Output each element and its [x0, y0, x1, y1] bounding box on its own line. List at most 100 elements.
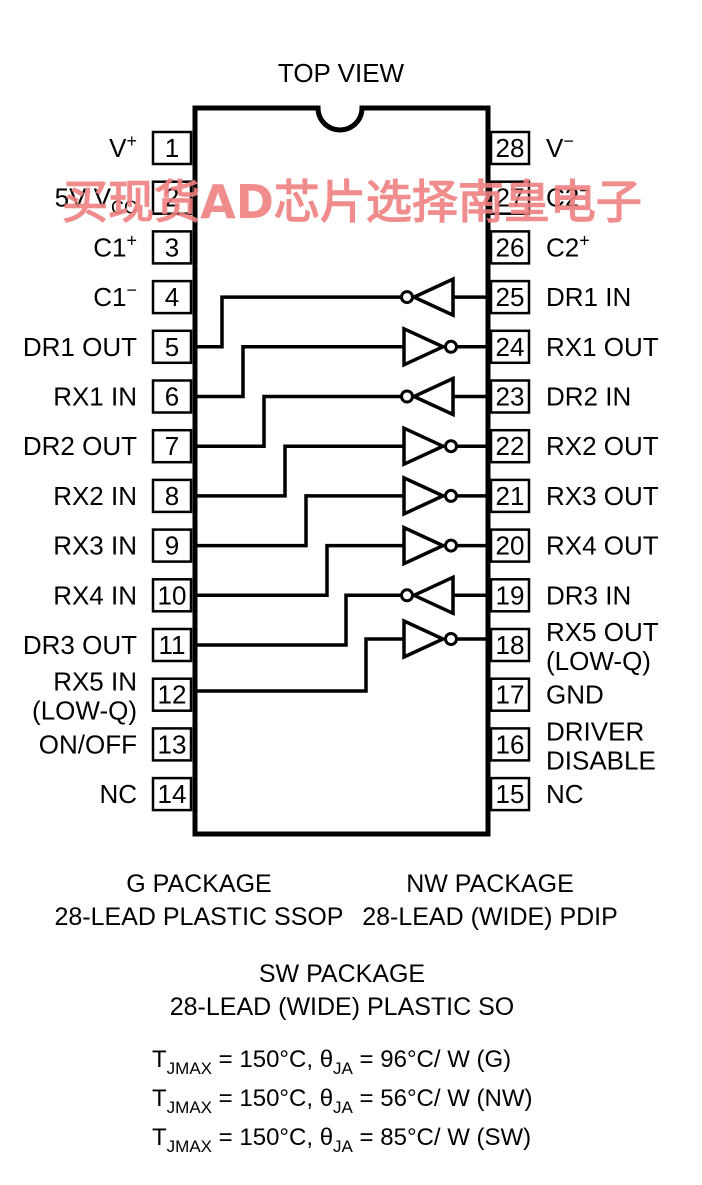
- right-pin-box-26: [489, 230, 531, 265]
- right-pin-21-label: RX3 OUT: [546, 481, 659, 511]
- diagram-title: TOP VIEW: [278, 58, 405, 88]
- left-pin-12-label: RX5 IN: [53, 667, 137, 697]
- left-pin-number: 9: [165, 531, 179, 561]
- left-pin-box-8: [151, 478, 193, 514]
- right-pin-box-27: [489, 180, 531, 215]
- left-pin-box-9: [151, 528, 193, 563]
- left-pin-4-label: C1−: [93, 280, 137, 312]
- right-pin-number: 16: [496, 729, 525, 759]
- right-pin-number: 25: [496, 282, 525, 312]
- receiver-inverter-symbol: [402, 475, 448, 517]
- left-pin-number: 6: [165, 382, 179, 412]
- inverter-bubble: [400, 389, 414, 404]
- right-pin-number: 21: [496, 481, 525, 511]
- right-pin-box-24: [489, 329, 531, 365]
- left-pin-7-label: DR2 OUT: [23, 431, 137, 461]
- left-pin-10-label: RX4 IN: [53, 580, 137, 610]
- left-pin-5-label: DR1 OUT: [23, 332, 137, 362]
- right-pin-16-label: DRIVER: [546, 716, 644, 746]
- right-pin-box-23: [489, 379, 531, 414]
- ic-body: [192, 105, 491, 837]
- nw-package-desc: 28-LEAD (WIDE) PDIP: [362, 903, 618, 931]
- wire-trace: [195, 394, 401, 448]
- left-pin-box-11: [151, 627, 193, 663]
- left-pin-number: 1: [165, 133, 179, 163]
- left-pin-number: 5: [165, 332, 179, 362]
- inverter-bubble: [400, 290, 414, 305]
- right-pin-15-label: NC: [546, 779, 584, 809]
- right-pin-box-21: [489, 478, 531, 514]
- right-pin-number: 26: [496, 232, 525, 262]
- right-pin-number: 20: [496, 531, 525, 561]
- right-pin-17-label: GND: [546, 680, 604, 710]
- wire-trace: [195, 593, 401, 647]
- driver-inverter-symbol: [409, 375, 455, 418]
- left-pin-number: 12: [158, 680, 187, 710]
- left-pin-number: 13: [158, 729, 187, 759]
- wire-trace: [195, 444, 404, 498]
- driver-inverter-symbol: [409, 276, 455, 318]
- left-pin-box-7: [151, 428, 193, 464]
- left-pin-3-label: C1+: [93, 230, 137, 262]
- inverter-bubble: [444, 439, 458, 454]
- left-pin-2-label: 5V VCC: [55, 183, 137, 218]
- left-pin-number: 8: [165, 481, 179, 511]
- right-pin-box-18: [489, 627, 531, 663]
- right-pin-box-15: [489, 776, 531, 812]
- g-package-name: G PACKAGE: [126, 870, 271, 898]
- right-pin-19-label: DR3 IN: [546, 580, 631, 610]
- wire-trace: [195, 494, 404, 548]
- left-pin-box-5: [151, 329, 193, 365]
- receiver-inverter-symbol: [402, 425, 448, 467]
- right-pin-number: 24: [496, 332, 525, 362]
- right-pin-number: 22: [496, 431, 525, 461]
- right-pin-box-25: [489, 279, 531, 315]
- left-pin-14-label: NC: [99, 779, 137, 809]
- left-pin-box-12: [151, 677, 193, 712]
- thermal-spec-line: TJMAX = 150°C, θJA = 96°C/ W (G): [152, 1046, 511, 1078]
- left-pin-box-3: [151, 230, 193, 265]
- right-pin-box-16: [489, 727, 531, 762]
- left-pin-1-label: V+: [109, 131, 137, 163]
- sw-package-name: SW PACKAGE: [259, 960, 425, 988]
- left-pin-box-4: [151, 279, 193, 315]
- nw-package-name: NW PACKAGE: [406, 870, 574, 898]
- right-pin-number: 18: [496, 630, 525, 660]
- right-pin-number: 19: [496, 580, 525, 610]
- right-pin-number: 15: [496, 779, 525, 809]
- right-pin-25-label: DR1 IN: [546, 282, 631, 312]
- right-pin-number: 23: [496, 382, 525, 412]
- right-pin-16-label2: DISABLE: [546, 745, 656, 775]
- wire-trace: [195, 345, 404, 399]
- right-pin-box-19: [489, 578, 531, 613]
- right-pin-24-label: RX1 OUT: [546, 332, 659, 362]
- right-pin-18-label2: (LOW-Q): [546, 646, 651, 676]
- left-pin-box-1: [151, 130, 193, 166]
- inverter-bubble: [400, 588, 414, 603]
- left-pin-9-label: RX3 IN: [53, 531, 137, 561]
- receiver-inverter-symbol: [402, 326, 448, 368]
- wire-trace: [195, 543, 404, 598]
- right-pin-number: 27: [496, 183, 525, 213]
- thermal-spec-line: TJMAX = 150°C, θJA = 85°C/ W (SW): [152, 1124, 531, 1156]
- left-pin-number: 14: [158, 779, 187, 809]
- wire-trace: [195, 637, 404, 693]
- left-pin-box-6: [151, 379, 193, 414]
- left-pin-6-label: RX1 IN: [53, 382, 137, 412]
- inverter-bubble: [444, 339, 458, 354]
- right-pin-number: 17: [496, 680, 525, 710]
- left-pin-box-13: [151, 727, 193, 762]
- left-pin-13-label: ON/OFF: [39, 729, 137, 759]
- sw-package-desc: 28-LEAD (WIDE) PLASTIC SO: [170, 993, 515, 1021]
- left-pin-box-14: [151, 776, 193, 812]
- right-pin-number: 28: [496, 133, 525, 163]
- right-pin-27-label: C2−: [546, 181, 590, 213]
- left-pin-number: 4: [165, 282, 179, 312]
- right-pin-box-17: [489, 677, 531, 712]
- left-pin-number: 11: [159, 630, 186, 660]
- left-pin-12-label2: (LOW-Q): [32, 696, 137, 726]
- inverter-bubble: [444, 488, 458, 503]
